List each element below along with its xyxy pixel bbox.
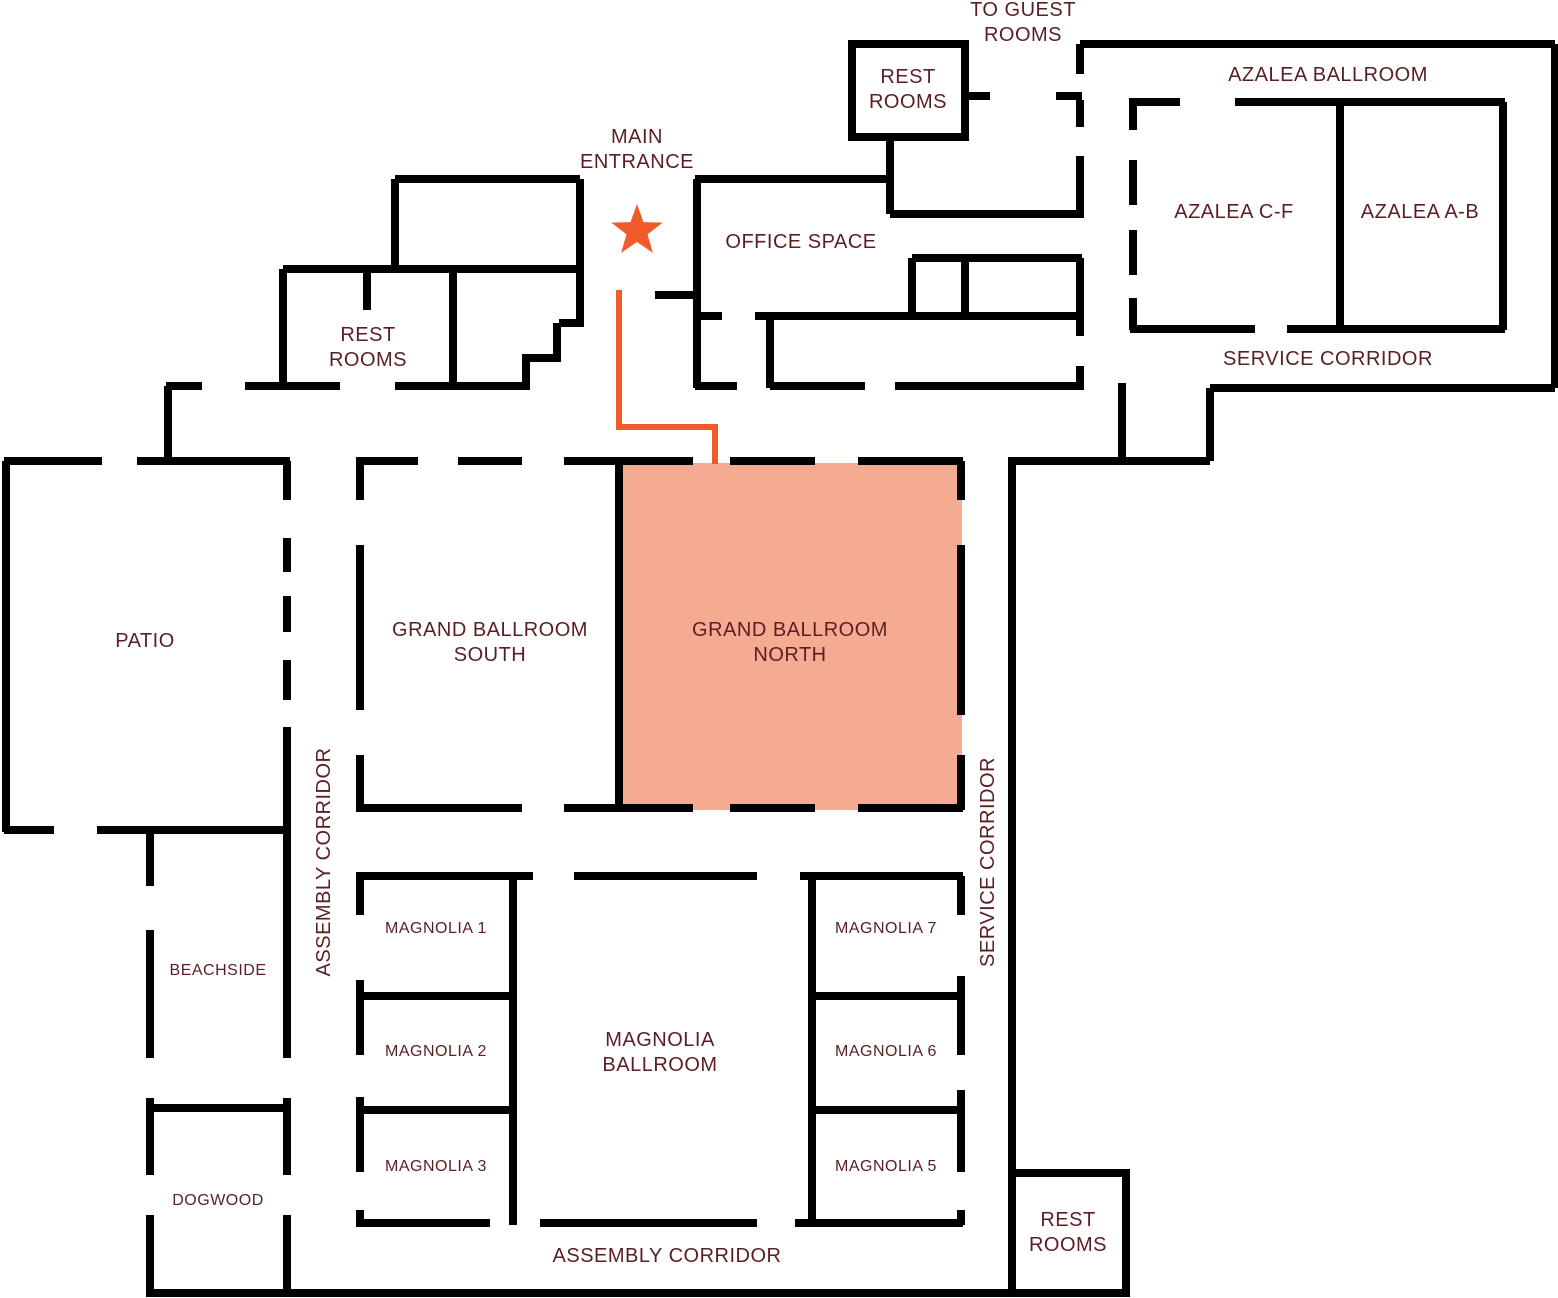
- assembly-corridor-vertical-label: ASSEMBLY CORRIDOR: [313, 748, 335, 977]
- service-corridor-top-label: SERVICE CORRIDOR: [1223, 348, 1433, 370]
- magnolia-1-label[interactable]: MAGNOLIA 1: [385, 920, 487, 937]
- walls: [2, 40, 1558, 1297]
- route-to-grand-ballroom-north: [616, 290, 718, 464]
- magnolia-7-label[interactable]: MAGNOLIA 7: [835, 920, 937, 937]
- assembly-corridor-bottom-label: ASSEMBLY CORRIDOR: [553, 1245, 782, 1267]
- magnolia-3-label[interactable]: MAGNOLIA 3: [385, 1158, 487, 1175]
- service-corridor-vertical-label: SERVICE CORRIDOR: [977, 757, 999, 967]
- azalea-ballroom-label: AZALEA BALLROOM: [1228, 64, 1428, 86]
- magnolia-6-label[interactable]: MAGNOLIA 6: [835, 1043, 937, 1060]
- magnolia-2-label[interactable]: MAGNOLIA 2: [385, 1043, 487, 1060]
- grand-ballroom-north-highlight[interactable]: [619, 463, 962, 810]
- beachside-label[interactable]: BEACHSIDE: [170, 962, 267, 979]
- magnolia-5-label[interactable]: MAGNOLIA 5: [835, 1158, 937, 1175]
- azalea-ab-label[interactable]: AZALEA A-B: [1361, 201, 1479, 223]
- dogwood-label[interactable]: DOGWOOD: [172, 1192, 264, 1209]
- azalea-cf-label[interactable]: AZALEA C-F: [1174, 201, 1293, 223]
- star-icon[interactable]: [611, 204, 663, 253]
- office-space-label: OFFICE SPACE: [725, 231, 876, 253]
- rest-rooms-bottom-room: [1008, 1169, 1130, 1297]
- rest-rooms-top-room: [848, 40, 969, 141]
- patio-label[interactable]: PATIO: [115, 630, 175, 652]
